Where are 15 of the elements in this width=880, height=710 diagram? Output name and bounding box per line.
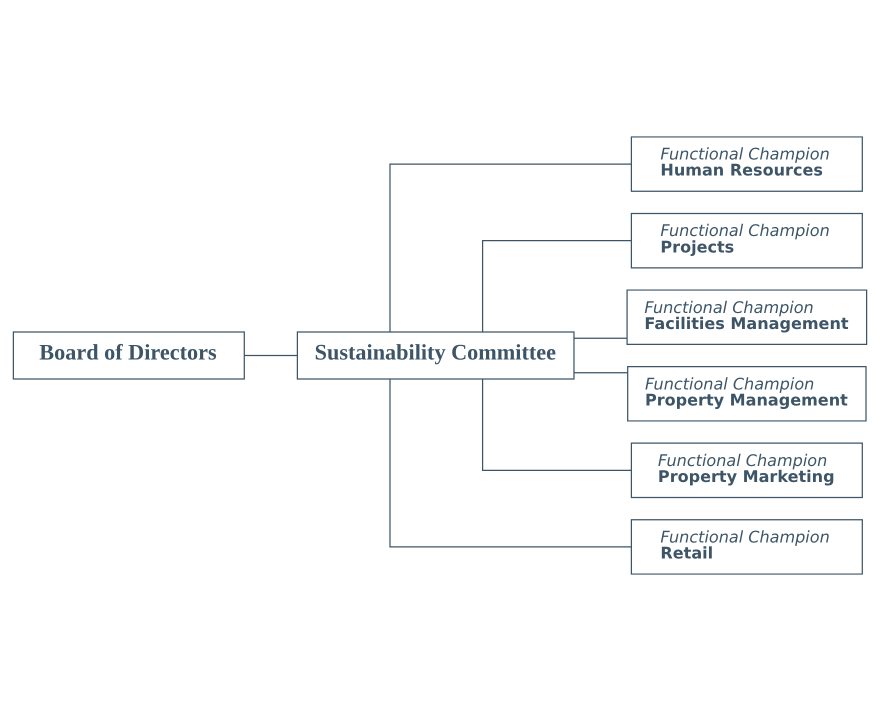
connector bbox=[244, 354, 297, 356]
node-box: Functional Champion Projects bbox=[630, 212, 863, 268]
connector bbox=[389, 162, 631, 332]
node-box: Sustainability Committee bbox=[296, 330, 575, 380]
connector bbox=[574, 372, 628, 373]
connector bbox=[482, 240, 632, 332]
node-box: Functional Champion Property Marketing bbox=[630, 442, 863, 498]
node-box: Board of Directors bbox=[12, 330, 245, 380]
node-box: Functional Champion Facilities Management bbox=[626, 288, 868, 344]
node-box: Functional Champion Property Management bbox=[627, 366, 867, 422]
connector bbox=[389, 378, 631, 548]
connector bbox=[574, 337, 627, 338]
node-box: Functional Champion Retail bbox=[630, 518, 863, 574]
connector bbox=[482, 378, 632, 470]
node-box: Functional Champion Human Resources bbox=[630, 136, 863, 192]
